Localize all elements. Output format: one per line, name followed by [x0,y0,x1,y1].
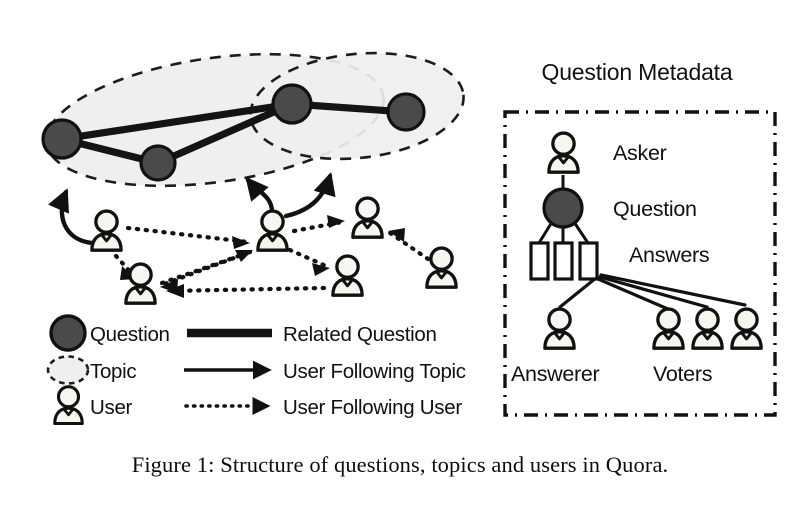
arrowhead-icon [312,263,330,276]
answer-voter-link [596,277,670,311]
question-node[interactable] [271,83,313,125]
answerer-icon[interactable] [543,307,576,350]
question-node[interactable] [41,118,83,160]
legend-label-user-following-user: User Following User [283,396,462,419]
user-following-user-edge[interactable] [387,230,431,262]
arrowhead-icon [327,215,345,228]
metadata-question-node[interactable] [542,187,584,229]
user-following-user-edge[interactable] [291,219,345,234]
user-following-user-edges [113,219,431,294]
metadata-label-answers: Answers [629,243,709,267]
related-question-edge[interactable] [58,100,296,143]
metadata-label-question: Question [613,197,697,221]
answer-box[interactable] [578,241,599,281]
metadata-label-answerer: Answerer [511,362,600,386]
legend-user-icon [53,385,84,425]
asker-icon[interactable] [547,131,580,174]
metadata-panel: Question Metadata Asker Ques [503,59,777,417]
voter-icon[interactable] [691,307,724,350]
user-icon[interactable] [425,246,458,289]
answer-box[interactable] [553,241,574,281]
user-following-user-edge[interactable] [159,249,253,288]
answer-voter-link [599,273,747,307]
voter-icon[interactable] [652,307,685,350]
answer-people-links [558,273,747,311]
answer-answerer-link [558,276,598,309]
user-following-topic-edge[interactable] [283,172,336,219]
arrowhead-icon [166,284,184,298]
user-following-user-edge[interactable] [165,285,327,294]
user-icon[interactable] [90,209,123,252]
legend-label-topic: Topic [90,360,136,383]
figure-caption: Figure 1: Structure of questions, topics… [131,452,669,477]
arrowhead-icon [388,228,405,242]
legend-label-question: Question [90,323,170,346]
user-following-user-edge[interactable] [125,225,251,245]
metadata-label-voters: Voters [653,362,712,386]
legend-label-user: User [90,396,133,419]
user-following-topic-edges [48,172,336,246]
question-nodes [41,83,426,182]
user-icon[interactable] [331,254,364,297]
question-node[interactable] [139,144,177,182]
legend: Question Related Question Topic User Fol… [46,314,466,425]
user-following-topic-edge[interactable] [48,188,95,246]
arrowhead-icon [235,250,253,262]
answer-box[interactable] [529,241,550,281]
user-icon[interactable] [124,262,157,305]
related-question-edge[interactable] [154,100,296,167]
user-icon[interactable] [256,209,289,252]
user-following-user-edge[interactable] [287,247,329,269]
legend-question-icon [49,314,87,352]
voter-icons [652,307,763,350]
metadata-panel-border [503,110,777,417]
voter-icon[interactable] [730,307,763,350]
metadata-panel-title: Question Metadata [542,59,733,85]
user-following-topic-edge[interactable] [245,176,275,215]
answer-boxes [529,241,599,281]
legend-topic-icon [46,355,90,385]
question-node[interactable] [386,92,426,132]
legend-label-user-following-topic: User Following Topic [283,360,466,383]
metadata-label-asker: Asker [613,141,667,165]
answer-voter-link [598,275,709,309]
user-nodes [90,196,458,305]
arrowhead-icon [232,236,250,249]
user-icon[interactable] [351,196,384,239]
question-answer-links [537,220,590,245]
legend-label-related-question: Related Question [283,323,437,346]
